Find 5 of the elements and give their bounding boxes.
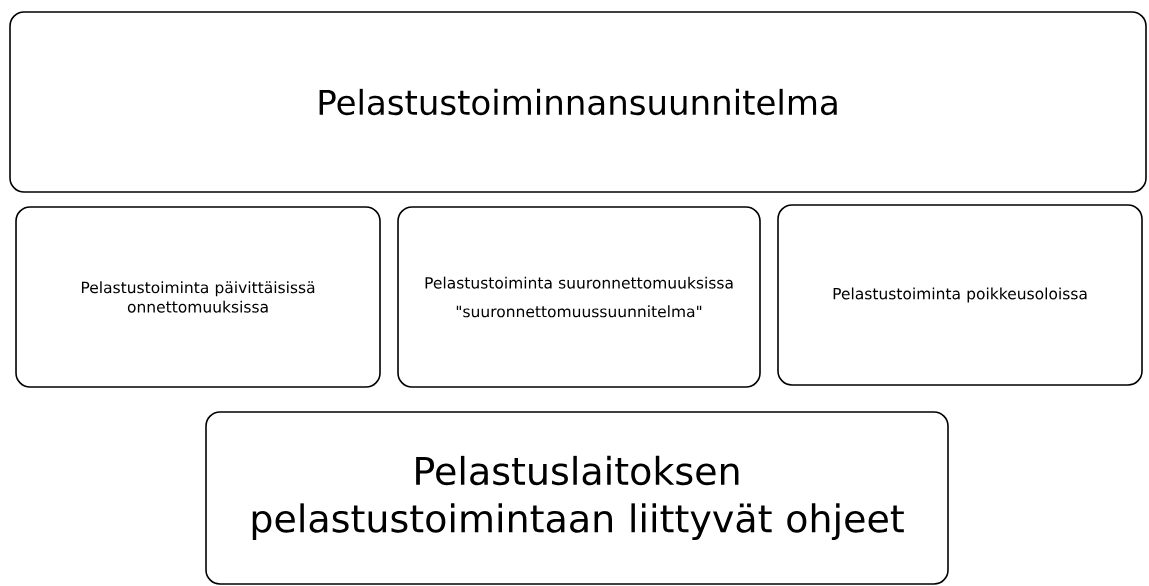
text-box: Pelastuslaitoksen pelastustoimintaan liittyvät ohjeet xyxy=(205,411,949,585)
text-box: Pelastustoiminnansuunnitelma xyxy=(9,11,1147,193)
text-box: Pelastustoiminta päivittäisissä onnettomuuksissa xyxy=(15,206,381,388)
text-box: Pelastustoiminta suuronnettomuuksissa "suuronnettomuussuunnitelma" xyxy=(397,206,761,388)
text-box: Pelastustoiminta poikkeusoloissa xyxy=(777,204,1143,386)
